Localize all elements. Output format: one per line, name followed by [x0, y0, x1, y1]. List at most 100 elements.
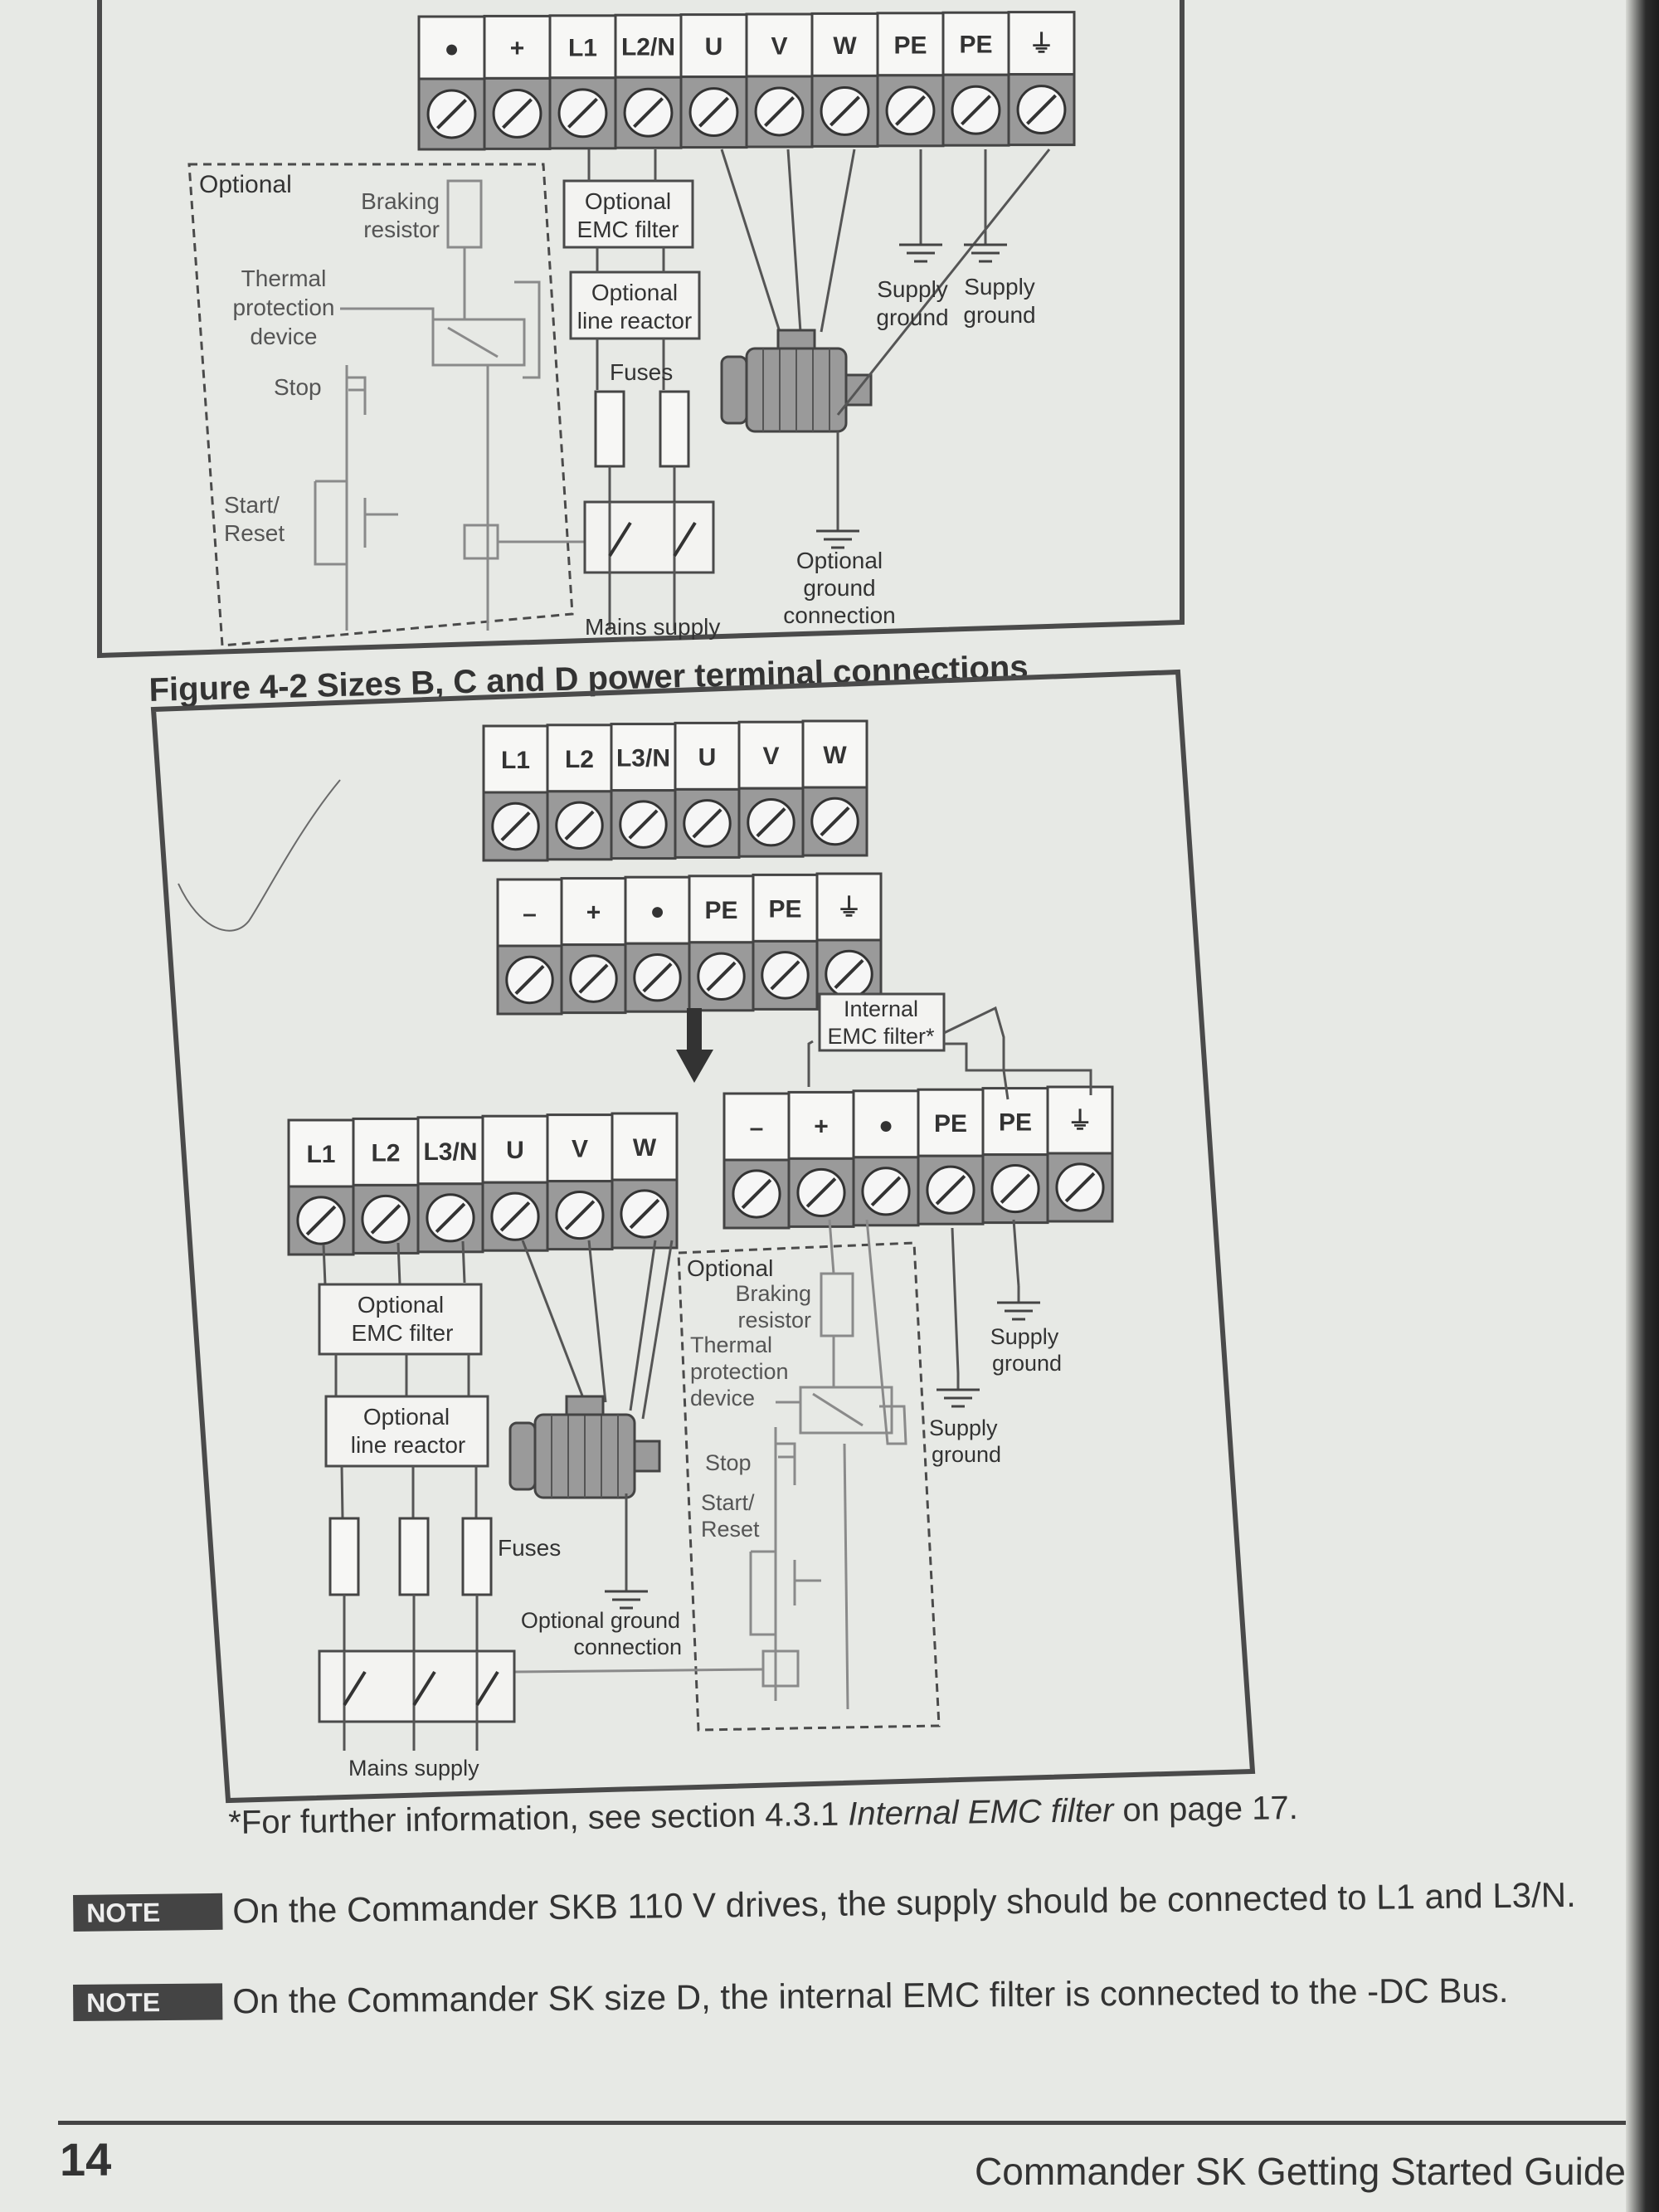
- terminal-label: V: [572, 1136, 588, 1163]
- terminal-top-strip-9: ⏚: [1007, 11, 1076, 147]
- terminal-label: W: [633, 1134, 657, 1162]
- terminal-label: W: [833, 32, 857, 60]
- terminal-b-strip-4-0: –: [722, 1092, 791, 1230]
- top-fuse-1: [594, 390, 625, 468]
- terminal-top-strip-8: PE: [941, 11, 1010, 147]
- terminal-b-strip-1-3: U: [674, 721, 741, 859]
- note-badge: NOTE: [73, 1983, 223, 2021]
- note-text: On the Commander SK size D, the internal…: [231, 1970, 1509, 2021]
- terminal-label: PE: [893, 32, 927, 59]
- terminal-top-strip-3: L2/N: [614, 13, 683, 149]
- terminal-top-strip-2: L1: [548, 14, 617, 150]
- terminal-b-strip-3-0: L1: [287, 1118, 355, 1256]
- terminal-b-strip-3-2: L3/N: [416, 1116, 484, 1254]
- bottom-mains-switch: [318, 1649, 516, 1723]
- bottom-line-reactor: [324, 1395, 489, 1468]
- terminal-b-strip-3-3: U: [481, 1114, 549, 1252]
- bottom-start-reset-label: Start/Reset: [701, 1490, 760, 1542]
- top-fuses-label: Fuses: [610, 359, 673, 385]
- bottom-braking-resistor: [820, 1272, 854, 1337]
- footer-rule: [58, 2121, 1659, 2125]
- bottom-terminal-strip-3: L1 L2 L3/N U V W: [287, 1112, 679, 1256]
- terminal-top-strip-7: PE: [876, 12, 945, 148]
- terminal-label: U: [705, 33, 723, 61]
- terminal-label: L2: [565, 746, 594, 773]
- terminal-label: U: [698, 743, 717, 771]
- terminal-label: PE: [704, 897, 737, 924]
- terminal-b-strip-4-4: PE: [981, 1087, 1049, 1225]
- bottom-optional-label: Optional: [687, 1255, 773, 1281]
- top-mains-switch: [583, 500, 715, 574]
- top-motor-icon: [720, 329, 873, 433]
- terminal-label: ●: [649, 898, 664, 925]
- page-number: 14: [60, 2133, 112, 2185]
- terminal-b-strip-3-5: W: [611, 1112, 679, 1250]
- bottom-motor-icon: [508, 1395, 661, 1499]
- terminal-b-strip-2-3: PE: [688, 875, 755, 1012]
- terminal-b-strip-2-1: +: [560, 877, 627, 1015]
- figure-caption: Figure 4-2 Sizes B, C and D power termin…: [148, 649, 1029, 709]
- top-optional-ground-icon: [815, 513, 861, 549]
- terminal-b-strip-2-0: –: [496, 878, 563, 1016]
- top-terminal-strip: ● + L1 L2/N U V W PE PE ⏚: [417, 11, 1076, 151]
- terminal-b-strip-2-5: ⏚: [815, 872, 883, 1010]
- note-badge: NOTE: [73, 1893, 223, 1932]
- figure-bottom-frame: [150, 669, 1256, 1804]
- terminal-label: L1: [306, 1141, 335, 1168]
- bottom-optional-region: [677, 1241, 941, 1732]
- terminal-b-strip-1-4: V: [737, 720, 805, 858]
- terminal-b-strip-1-1: L2: [546, 724, 613, 861]
- terminal-label: –: [523, 900, 537, 928]
- page-edge-shadow: [1626, 0, 1659, 2212]
- bottom-fuses-label: Fuses: [498, 1535, 561, 1561]
- terminal-label: U: [506, 1137, 524, 1164]
- terminal-b-strip-2-2: ●: [624, 875, 691, 1013]
- terminal-b-strip-3-4: V: [546, 1113, 614, 1251]
- terminal-label: W: [823, 742, 847, 769]
- terminal-label: L3/N: [616, 745, 670, 772]
- top-braking-resistor: [446, 179, 483, 249]
- terminal-b-strip-4-1: +: [787, 1090, 855, 1228]
- top-fuse-2: [659, 390, 690, 468]
- terminal-b-strip-3-1: L2: [352, 1117, 420, 1255]
- bottom-terminal-strip-2: –+ ● PE PE ⏚: [496, 872, 883, 1016]
- terminal-label: ⏚: [1029, 31, 1054, 58]
- footnote-reference: Internal EMC filter: [847, 1792, 1114, 1833]
- bottom-thermal-relay: [799, 1386, 893, 1435]
- terminal-label: V: [771, 33, 787, 61]
- down-arrow-icon: [676, 1008, 713, 1083]
- terminal-b-strip-4-5: ⏚: [1046, 1085, 1114, 1223]
- top-supply-ground-2-icon: [962, 227, 1009, 263]
- terminal-top-strip-0: ●: [417, 15, 486, 151]
- top-mains-supply-label: Mains supply: [585, 614, 720, 640]
- terminal-label: +: [510, 35, 525, 62]
- footnote-text: *For further information, see section 4.…: [228, 1795, 849, 1841]
- bottom-supply-ground-2-icon: [935, 1372, 981, 1408]
- note-text: On the Commander SKB 110 V drives, the s…: [231, 1874, 1576, 1931]
- note-2: NOTE On the Commander SK size D, the int…: [73, 1971, 1509, 2023]
- terminal-label: PE: [768, 895, 801, 923]
- terminal-top-strip-4: U: [679, 13, 748, 149]
- top-emc-filter: [562, 179, 694, 249]
- bottom-supply-ground-1-icon: [995, 1284, 1042, 1321]
- terminal-label: L2: [371, 1139, 400, 1167]
- terminal-label: L1: [568, 34, 597, 61]
- terminal-b-strip-4-2: ●: [852, 1089, 920, 1227]
- top-line-reactor: [569, 270, 701, 340]
- bottom-emc-filter: [318, 1283, 483, 1356]
